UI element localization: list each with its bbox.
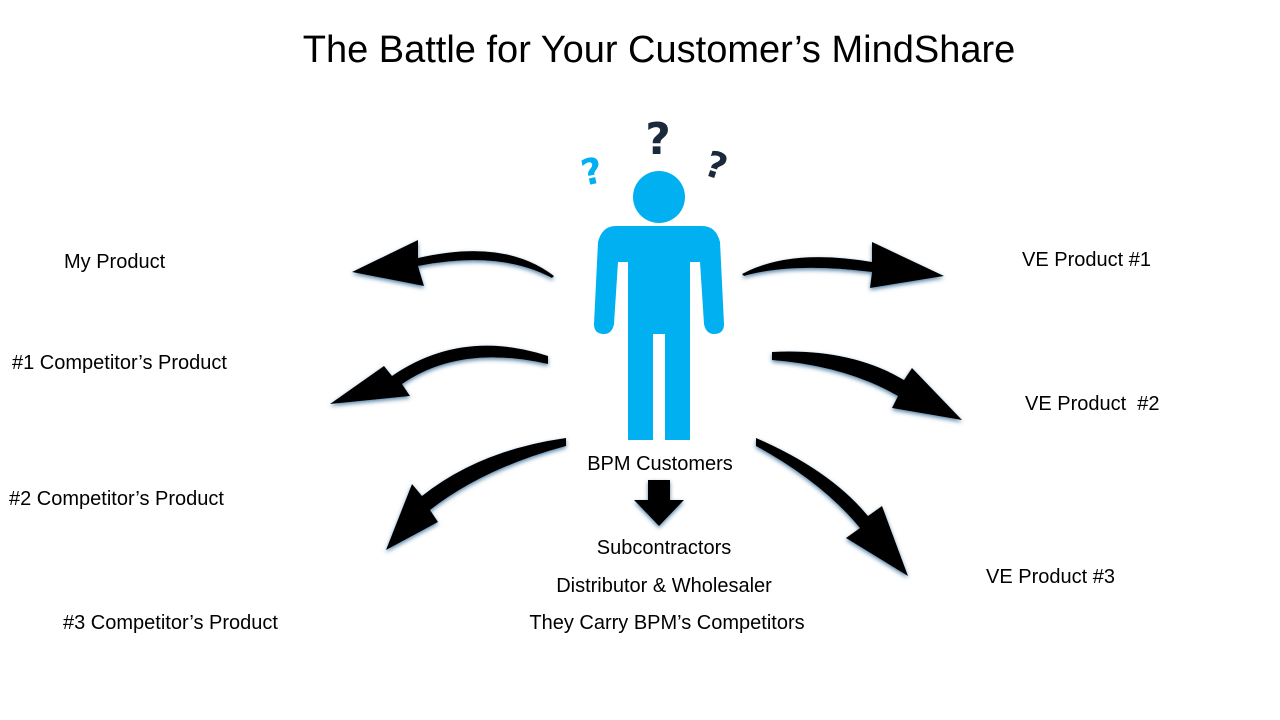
person-icon [594,171,724,440]
curved-arrow-icon [772,351,962,420]
center-line-2: Distributor & Wholesaler [556,575,772,597]
question-mark-icon: ? [700,144,733,189]
curved-arrow-icon [756,438,908,576]
label-competitor-2: #2 Competitor’s Product [9,488,224,510]
center-line-3: They Carry BPM’s Competitors [529,612,805,634]
question-mark-icon: ? [645,114,671,165]
curved-arrow-icon [742,242,944,288]
down-arrow-icon [634,480,684,526]
question-mark-icon: ? [578,150,607,194]
label-ve-product-3: VE Product #3 [986,566,1115,588]
label-ve-product-1: VE Product #1 [1022,249,1151,271]
center-caption: BPM Customers [587,453,733,475]
label-competitor-1: #1 Competitor’s Product [12,352,227,374]
label-competitor-3: #3 Competitor’s Product [63,612,278,634]
label-my-product: My Product [64,251,166,273]
curved-arrow-icon [386,438,566,550]
slide-title: The Battle for Your Customer’s MindShare [302,29,1016,71]
curved-arrow-icon [330,345,548,404]
curved-arrow-icon [352,240,554,286]
label-ve-product-2: VE Product #2 [1025,393,1160,415]
center-line-1: Subcontractors [596,537,732,559]
